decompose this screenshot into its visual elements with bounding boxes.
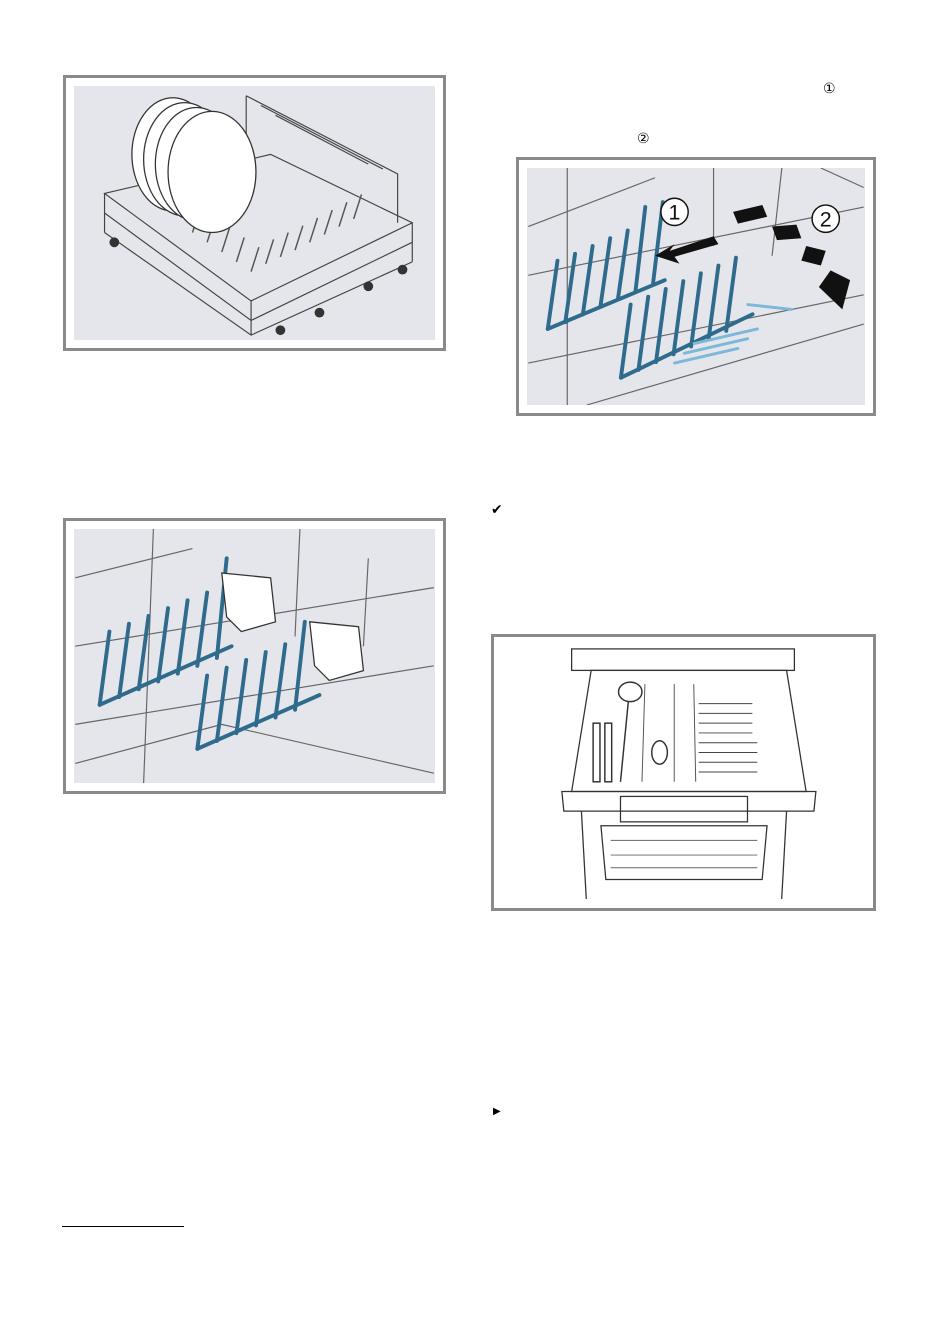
- diagram-label-1: 1: [669, 201, 681, 225]
- check-bullet: ✔: [491, 502, 503, 518]
- two-racks-illustration: [74, 529, 435, 783]
- figure-two-racks-panel: [74, 529, 435, 783]
- figure-plates-basket-panel: [74, 86, 435, 340]
- figure-two-racks: [63, 518, 446, 794]
- step-marker-1: ①: [823, 81, 836, 97]
- figure-cutlery-drawer-panel: [502, 645, 865, 900]
- plates-basket-illustration: [74, 86, 435, 340]
- figure-cutlery-drawer: [491, 634, 876, 911]
- diagram-label-2: 2: [820, 208, 832, 232]
- figure-rack-fold-panel: 1 2: [527, 168, 865, 405]
- cutlery-drawer-illustration: [502, 645, 865, 900]
- step-marker-2: ②: [637, 131, 650, 147]
- footnote-rule: [62, 1226, 184, 1227]
- figure-rack-fold: 1 2: [516, 157, 876, 416]
- figure-plates-basket: [63, 75, 446, 351]
- rack-fold-illustration: 1 2: [527, 168, 865, 405]
- arrow-bullet: ▶: [493, 1104, 501, 1120]
